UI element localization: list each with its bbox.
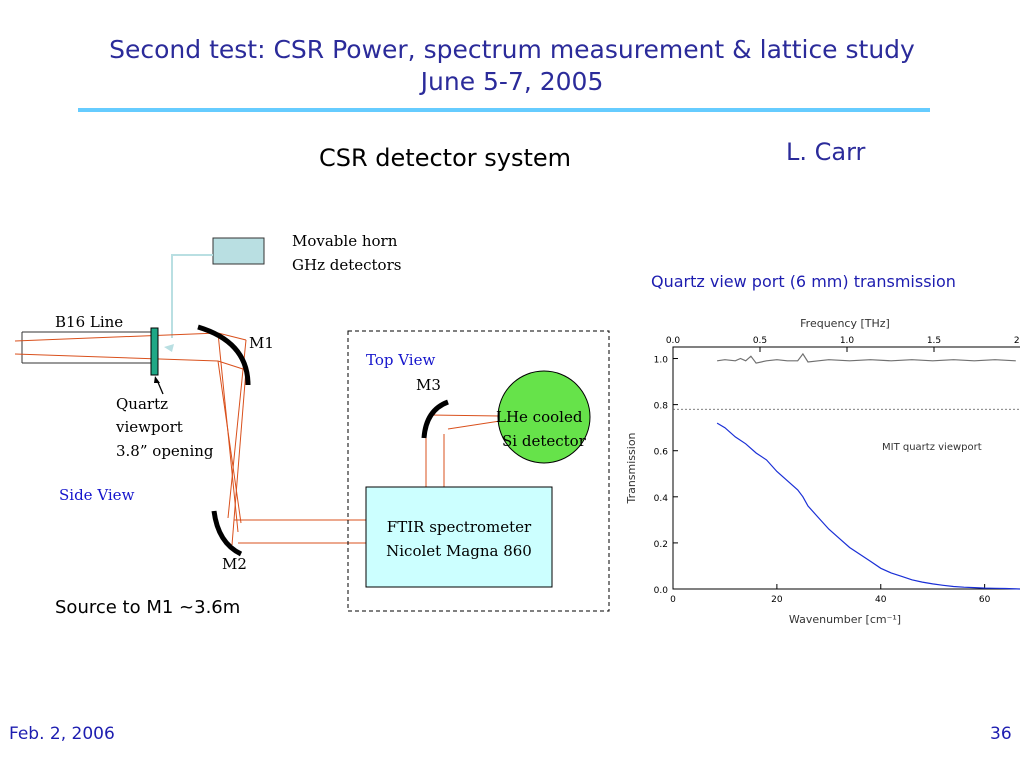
ftir-label-line-2: Nicolet Magna 860 (386, 542, 532, 560)
author: L. Carr (786, 138, 866, 166)
side-view-label: Side View (59, 486, 135, 504)
beamline-label: B16 Line (55, 313, 124, 331)
y-tick-label: 0.2 (654, 540, 668, 550)
m3-label: M3 (416, 376, 441, 394)
detector-label-line-1: LHe cooled (496, 408, 583, 426)
series-line-0 (716, 422, 1020, 590)
x-tick-label: 40 (875, 595, 887, 605)
quartz-label-line-2: viewport (116, 418, 183, 436)
m1-label: M1 (249, 334, 274, 352)
horn-label-line-1: Movable horn (292, 232, 398, 250)
x2-tick-label: 0.0 (666, 336, 681, 346)
slide-title-line-1: Second test: CSR Power, spectrum measure… (109, 35, 915, 64)
chart-x-axis-label: Wavenumber [cm⁻¹] (789, 613, 901, 626)
horn-label-line-2: GHz detectors (292, 256, 402, 274)
chart-annotation: MIT quartz viewport (882, 442, 982, 453)
top-view-region (347, 330, 610, 612)
series-line-1 (717, 352, 1016, 364)
optical-diagram (14, 237, 610, 612)
mirror-m3 (421, 399, 449, 439)
detector-label-line-2: Si detector (502, 432, 586, 450)
mirror-m1 (197, 324, 251, 386)
y-tick-label: 0.4 (654, 494, 669, 504)
top-view-label: Top View (366, 351, 436, 369)
m2-label: M2 (222, 555, 247, 573)
x2-tick-label: 2.0 (1014, 336, 1020, 346)
y-tick-label: 0.8 (654, 402, 669, 412)
movable-horn-box (212, 237, 265, 265)
y-tick-label: 0.0 (654, 586, 669, 596)
x2-tick-label: 1.0 (840, 336, 855, 346)
y-tick-label: 1.0 (654, 356, 669, 366)
title-divider (78, 108, 930, 112)
x2-tick-label: 1.5 (927, 336, 941, 346)
x-tick-label: 0 (670, 595, 676, 605)
horn-cable-arrow (164, 344, 174, 352)
x2-tick-label: 0.5 (753, 336, 767, 346)
x-tick-label: 60 (979, 595, 991, 605)
source-distance-note: Source to M1 ~3.6m (55, 597, 241, 618)
beam-rays (14, 332, 501, 546)
subtitle: CSR detector system (318, 144, 572, 172)
footer-date: Feb. 2, 2006 (9, 724, 115, 744)
horn-cable (171, 254, 213, 338)
x-tick-label: 20 (771, 595, 783, 605)
quartz-viewport (150, 327, 159, 376)
quartz-label-line-3: 3.8” opening (116, 442, 214, 460)
y-tick-label: 0.6 (654, 448, 669, 458)
chart-title: Quartz view port (6 mm) transmission (651, 272, 956, 291)
transmission-chart: Frequency [THz] Wavenumber [cm⁻¹] Transm… (625, 317, 1020, 626)
chart-top-axis-label: Frequency [THz] (800, 317, 890, 330)
chart-plot-frame (672, 346, 1020, 590)
quartz-label-line-1: Quartz (116, 395, 169, 413)
mirror-m2 (211, 510, 243, 557)
ftir-spectrometer-box (365, 486, 553, 588)
ftir-label-line-1: FTIR spectrometer (386, 518, 532, 536)
slide-title-line-2: June 5-7, 2005 (420, 67, 604, 96)
chart-y-axis-label: Transmission (625, 432, 638, 504)
page-number: 36 (990, 724, 1012, 744)
quartz-pointer-head (154, 376, 160, 383)
si-detector (497, 370, 591, 464)
